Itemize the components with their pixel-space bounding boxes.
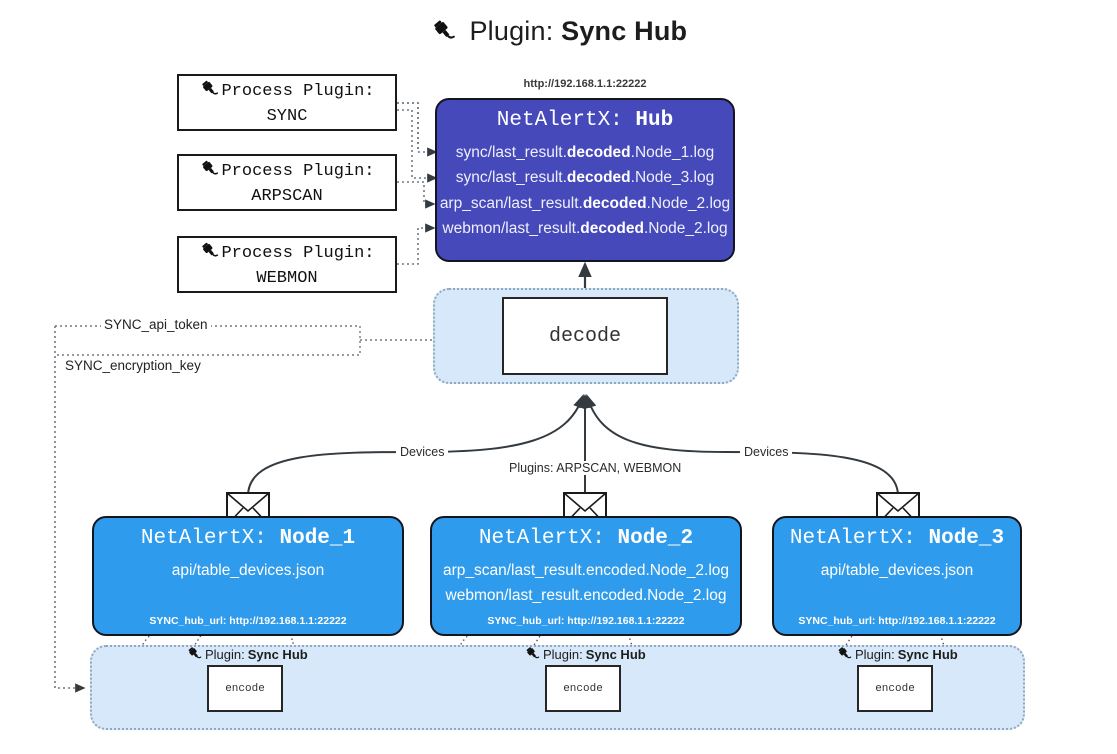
edge-label-devices-right: Devices	[740, 445, 793, 459]
encode-box-3[interactable]: encode	[857, 665, 933, 712]
node-title: NetAlertX: Node_3	[789, 527, 1005, 550]
plug-icon	[836, 645, 852, 664]
encoder-plugin-name: Sync Hub	[585, 647, 646, 662]
edge-label-plugins-center: Plugins: ARPSCAN, WEBMON	[505, 461, 686, 475]
plug-icon	[524, 645, 540, 664]
page-title-name: Sync Hub	[561, 16, 688, 46]
encoder-plugin-label-1: Plugin: Sync Hub	[186, 645, 308, 664]
key-label-api-token: SYNC_api_token	[101, 317, 211, 332]
plug-icon	[430, 17, 456, 50]
encode-box-2[interactable]: encode	[545, 665, 621, 712]
hub-log-line: sync/last_result.decoded.Node_3.log	[455, 169, 715, 187]
process-plugin-label: Process Plugin:	[221, 161, 375, 181]
plug-icon	[199, 158, 219, 186]
process-plugin-label: Process Plugin:	[221, 81, 375, 101]
process-plugin-box-sync[interactable]: Process Plugin: SYNC	[177, 74, 397, 131]
hub-url-label: http://192.168.1.1:22222	[523, 78, 647, 90]
encoder-plugin-name: Sync Hub	[247, 647, 308, 662]
process-plugin-name: ARPSCAN	[251, 186, 323, 206]
hub-log-line: arp_scan/last_result.decoded.Node_2.log	[439, 194, 731, 212]
encode-box-1[interactable]: encode	[207, 665, 283, 712]
hub-log-line: webmon/last_result.decoded.Node_2.log	[442, 219, 728, 237]
node-box-node-1[interactable]: NetAlertX: Node_1 api/table_devices.json…	[92, 516, 404, 636]
process-plugin-name: WEBMON	[256, 268, 318, 288]
page-title-prefix: Plugin:	[469, 16, 554, 46]
node-box-node-2[interactable]: NetAlertX: Node_2 arp_scan/last_result.e…	[430, 516, 742, 636]
encoder-plugin-prefix: Plugin:	[543, 647, 583, 662]
node-box-node-3[interactable]: NetAlertX: Node_3 api/table_devices.json…	[772, 516, 1022, 636]
encoder-plugin-prefix: Plugin:	[205, 647, 245, 662]
hub-title: NetAlertX: Hub	[496, 109, 674, 132]
encoder-plugin-label-2: Plugin: Sync Hub	[524, 645, 646, 664]
node-line: arp_scan/last_result.encoded.Node_2.log	[442, 562, 730, 579]
key-label-encryption-key: SYNC_encryption_key	[62, 358, 204, 373]
plug-icon	[199, 78, 219, 106]
node-line: api/table_devices.json	[171, 562, 325, 579]
decode-box[interactable]: decode	[502, 297, 668, 375]
process-plugin-box-webmon[interactable]: Process Plugin: WEBMON	[177, 236, 397, 293]
node-line: api/table_devices.json	[820, 562, 974, 579]
node-footer: SYNC_hub_url: http://192.168.1.1:22222	[487, 615, 685, 627]
hub-box[interactable]: NetAlertX: Hub sync/last_result.decoded.…	[435, 98, 735, 262]
hub-log-line: sync/last_result.decoded.Node_1.log	[455, 144, 715, 161]
process-plugin-box-arpscan[interactable]: Process Plugin: ARPSCAN	[177, 154, 397, 211]
node-footer: SYNC_hub_url: http://192.168.1.1:22222	[798, 615, 996, 627]
plug-icon	[186, 645, 202, 664]
node-line: webmon/last_result.encoded.Node_2.log	[445, 587, 727, 605]
node-title: NetAlertX: Node_2	[478, 527, 694, 550]
edge-label-devices-left: Devices	[396, 445, 449, 459]
plug-icon	[199, 240, 219, 268]
encoder-plugin-prefix: Plugin:	[855, 647, 895, 662]
node-footer: SYNC_hub_url: http://192.168.1.1:22222	[149, 615, 347, 627]
process-plugin-label: Process Plugin:	[221, 243, 375, 263]
encoder-plugin-label-3: Plugin: Sync Hub	[836, 645, 958, 664]
process-plugin-name: SYNC	[266, 106, 308, 126]
page-title: Plugin: Sync Hub	[0, 16, 1117, 50]
encoder-plugin-name: Sync Hub	[897, 647, 958, 662]
node-title: NetAlertX: Node_1	[140, 527, 356, 550]
